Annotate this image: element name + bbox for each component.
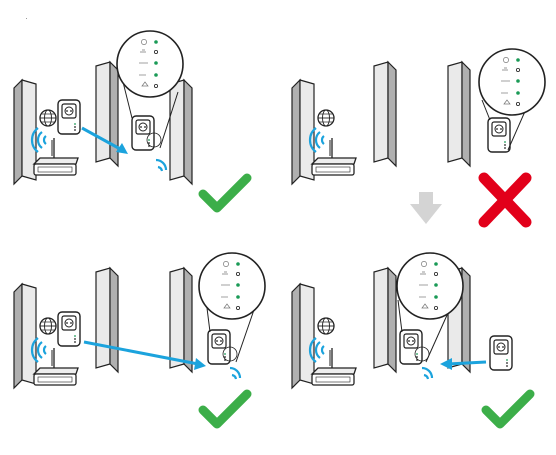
led-status-bubble <box>478 48 546 116</box>
wall-left <box>13 283 37 389</box>
wifi-router-icon <box>311 347 357 386</box>
placement-arrow <box>447 360 487 366</box>
led-status-bubble <box>198 252 266 320</box>
wall-left <box>291 283 315 389</box>
powerline-extender-icon <box>489 335 513 371</box>
wall-middle <box>373 61 397 167</box>
wall-left <box>291 79 315 185</box>
wifi-router-icon <box>33 137 79 176</box>
wifi-router-icon <box>33 347 79 386</box>
wall-middle <box>95 267 119 373</box>
wall-left <box>13 79 37 185</box>
cross-icon <box>478 172 532 228</box>
wall-right <box>447 61 471 167</box>
wall-middle <box>373 267 397 373</box>
powerline-extender-icon <box>487 117 511 153</box>
internet-globe-icon <box>39 109 57 127</box>
wall-right <box>169 267 193 373</box>
panel-top-right <box>291 48 546 228</box>
placement-arrow <box>81 126 123 152</box>
wall-right <box>169 79 193 185</box>
panel-bottom-right <box>291 252 530 424</box>
down-arrow-icon <box>410 192 442 224</box>
internet-globe-icon <box>317 109 335 127</box>
placement-arrow <box>83 340 199 366</box>
checkmark-icon <box>203 178 247 208</box>
wall-middle <box>95 61 119 167</box>
powerline-extender-icon <box>57 99 81 135</box>
checkmark-icon <box>203 394 247 424</box>
arrow-head <box>116 143 128 154</box>
arrow-head <box>440 358 452 370</box>
panel-bottom-left <box>13 252 266 424</box>
stray-mark <box>26 18 27 19</box>
internet-globe-icon <box>317 317 335 335</box>
checkmark-icon <box>486 394 530 424</box>
arrow-head <box>194 358 206 370</box>
powerline-extender-icon <box>57 311 81 347</box>
led-status-bubble <box>116 30 184 98</box>
panel-top-left <box>13 30 247 208</box>
powerline-extender-icon <box>131 115 155 151</box>
powerline-extender-icon <box>399 329 423 365</box>
led-status-bubble <box>396 252 464 320</box>
internet-globe-icon <box>39 317 57 335</box>
wifi-router-icon <box>311 137 357 176</box>
powerline-extender-icon <box>207 329 231 365</box>
